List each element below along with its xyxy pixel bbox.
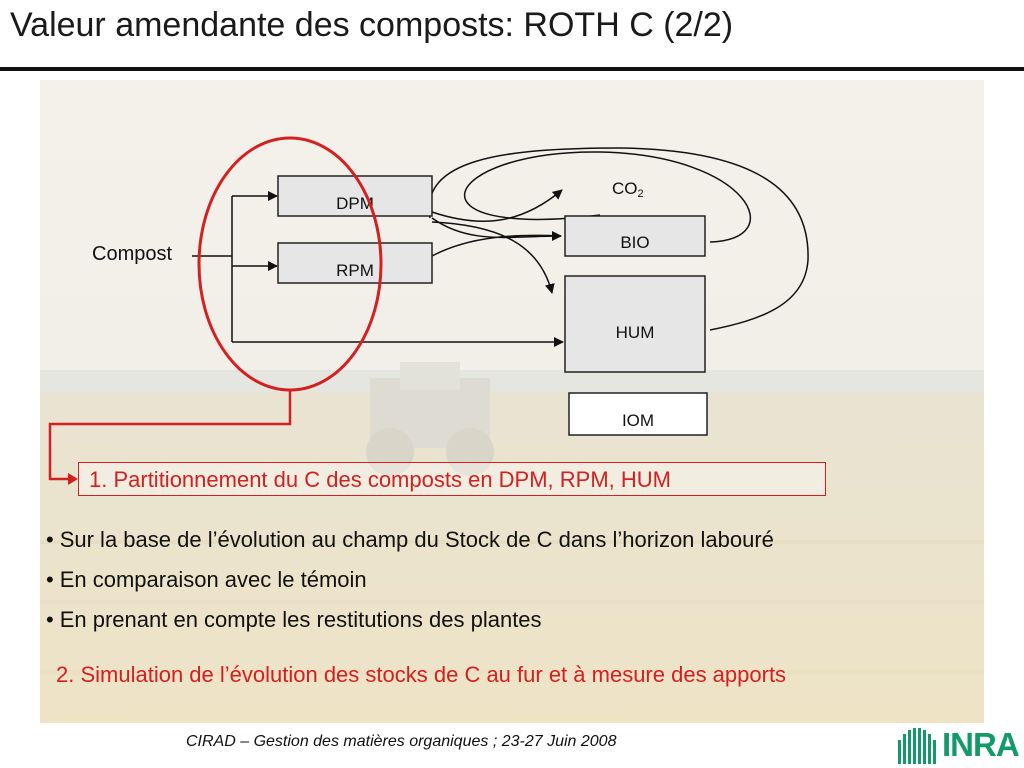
inra-logo-mark-icon bbox=[898, 728, 936, 764]
arrow-dpm-to-co2 bbox=[431, 189, 563, 223]
slide-footer: CIRAD – Gestion des matières organiques … bbox=[186, 733, 617, 750]
bullet-list: Sur la base de l’évolution au champ du S… bbox=[46, 524, 774, 644]
dpm-box bbox=[277, 175, 433, 217]
step1-partitioning-box: 1. Partitionnement du C des composts en … bbox=[78, 462, 826, 496]
arrow-rpm-to-bio bbox=[431, 234, 562, 257]
co2-loop-inner bbox=[464, 151, 752, 243]
compost-input-label: Compost bbox=[92, 243, 173, 265]
hum-label: HUM bbox=[616, 323, 655, 342]
rpm-label: RPM bbox=[336, 261, 374, 280]
iom-box bbox=[568, 392, 708, 436]
title-divider bbox=[0, 67, 1024, 71]
co2-label-main: CO bbox=[612, 179, 638, 198]
step2-simulation-text: 2. Simulation de l’évolution des stocks … bbox=[56, 662, 787, 687]
bio-label: BIO bbox=[620, 233, 649, 252]
slide-title: Valeur amendante des composts: ROTH C (2… bbox=[10, 6, 734, 44]
co2-label-subscript: 2 bbox=[638, 188, 644, 200]
highlight-connector bbox=[48, 390, 292, 481]
bullet-item: En prenant en compte les restitutions de… bbox=[46, 604, 774, 644]
bullet-item: Sur la base de l’évolution au champ du S… bbox=[46, 524, 774, 564]
dpm-label: DPM bbox=[336, 194, 374, 213]
co2-label: CO2 bbox=[612, 179, 644, 200]
bullet-item: En comparaison avec le témoin bbox=[46, 564, 774, 604]
rpm-box bbox=[277, 242, 433, 284]
arrow-dpm-to-bio bbox=[431, 217, 562, 242]
bio-box bbox=[564, 215, 706, 257]
highlight-connector-arrowhead bbox=[68, 473, 78, 485]
iom-label: IOM bbox=[622, 411, 654, 430]
hum-box bbox=[564, 275, 706, 373]
arrow-dpm-to-hum bbox=[431, 221, 555, 294]
co2-loop-outer bbox=[428, 147, 809, 331]
inra-logo-wordmark: INRA bbox=[942, 726, 1020, 763]
